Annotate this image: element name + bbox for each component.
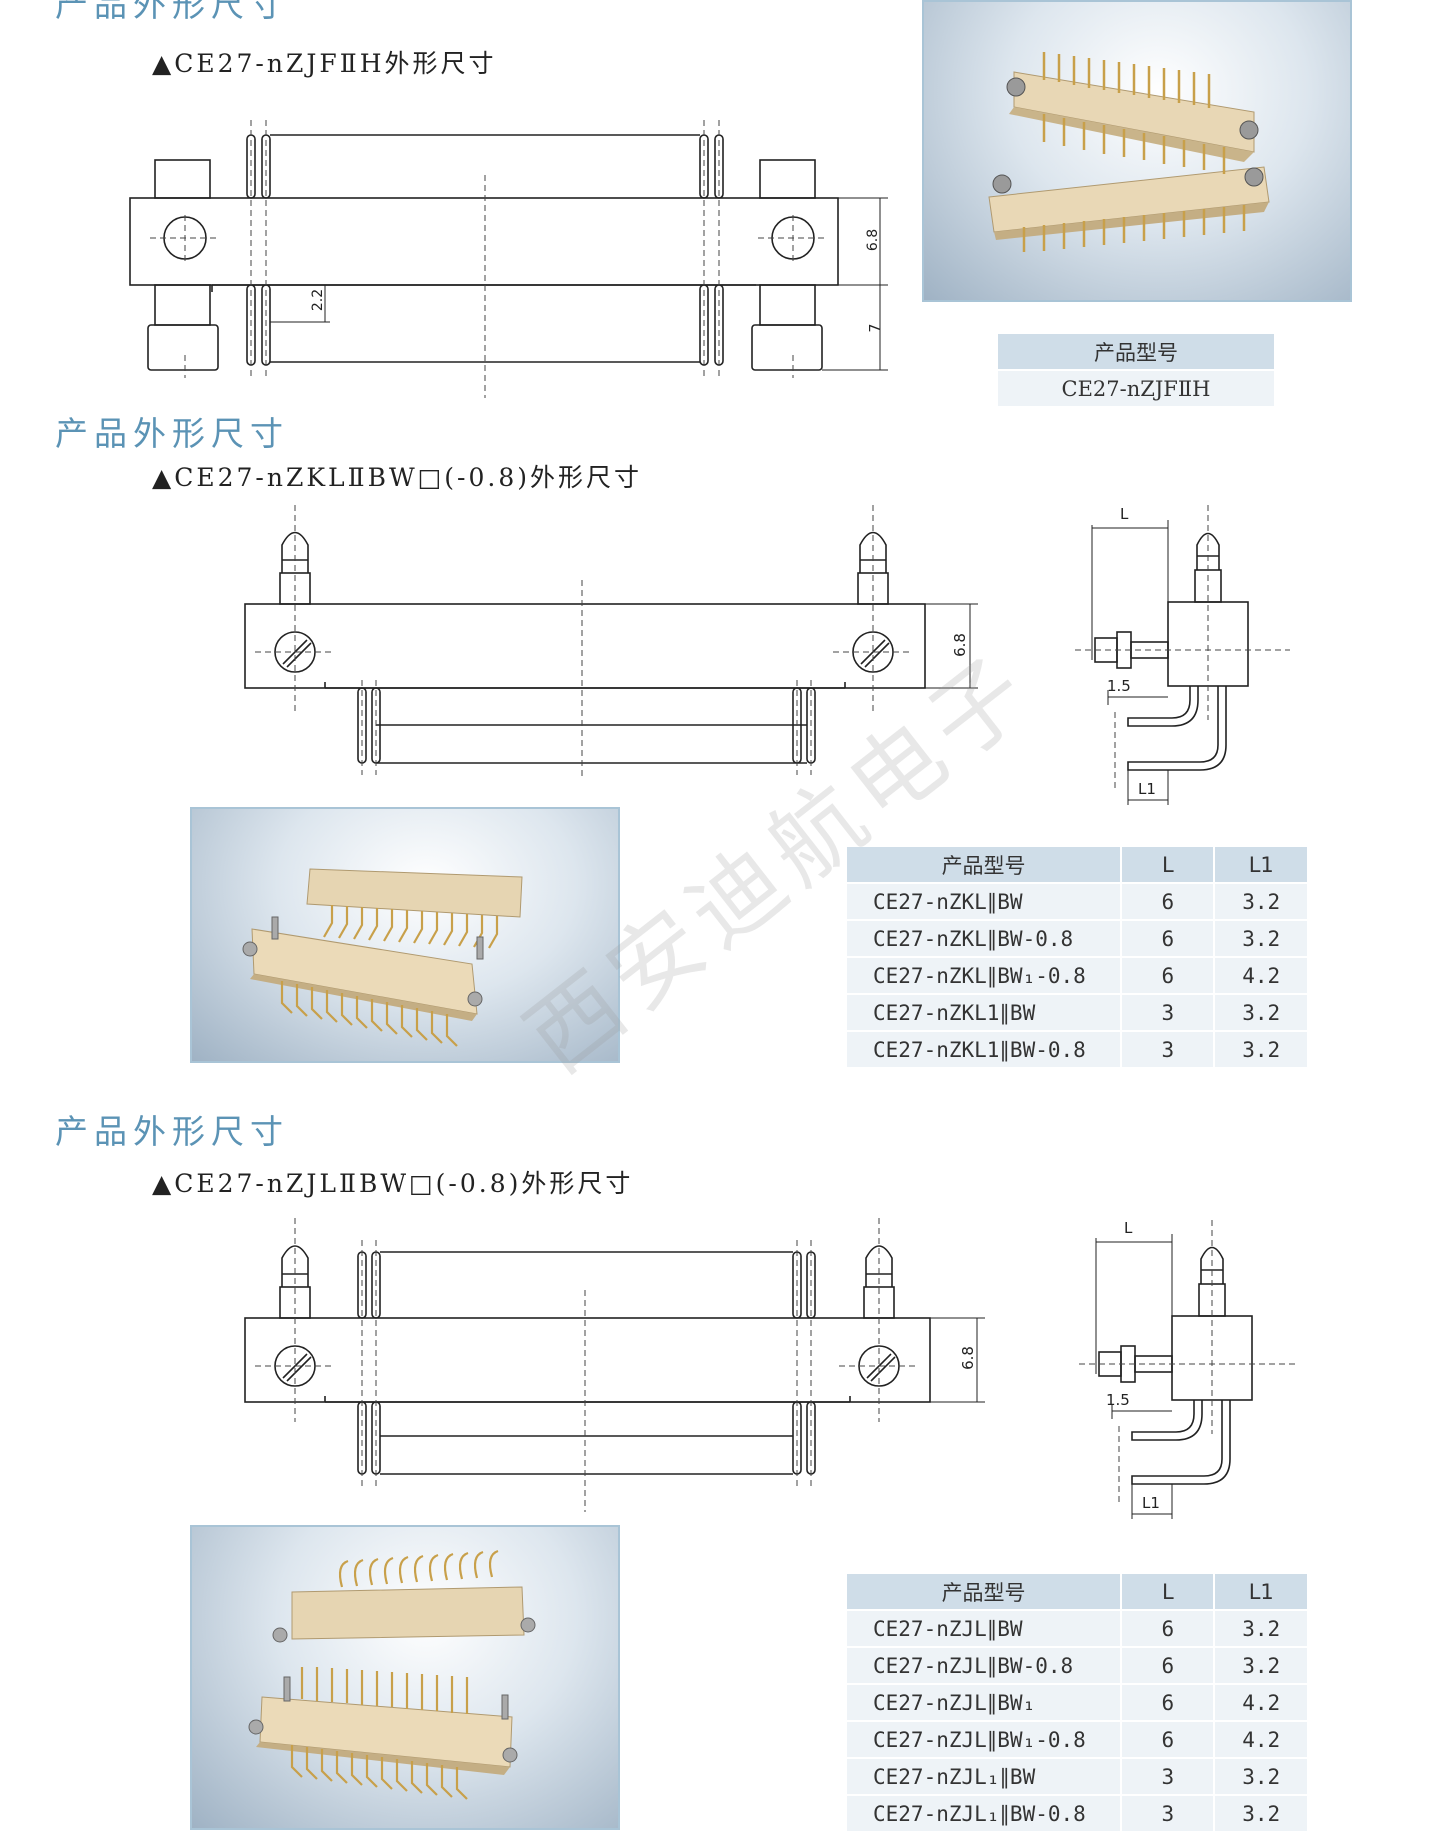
l1-cell: 4.2	[1215, 958, 1309, 995]
table-row: CE27-nZJL∥BW-0.8 6 3.2	[847, 1648, 1309, 1685]
product-photo-top	[922, 0, 1352, 302]
l-cell: 6	[1122, 958, 1216, 995]
table-row: CE27-nZKL∥BW 6 3.2	[847, 884, 1309, 921]
l-cell: 3	[1122, 995, 1216, 1032]
top-table-header: 产品型号	[998, 334, 1276, 371]
l1-cell: 3.2	[1215, 884, 1309, 921]
l-cell: 6	[1122, 921, 1216, 958]
table-row: CE27-nZKL1∥BW-0.8 3 3.2	[847, 1032, 1309, 1069]
l1-cell: 4.2	[1215, 1685, 1309, 1722]
section2-table: 产品型号 L L1 CE27-nZKL∥BW 6 3.2 CE27-nZKL∥B…	[847, 847, 1309, 1069]
l-cell: 6	[1122, 884, 1216, 921]
section3-dim-L: L	[1124, 1219, 1133, 1237]
table-row: CE27-nZJL∥BW₁-0.8 6 4.2	[847, 1722, 1309, 1759]
section2-title: 产品外形尺寸	[55, 414, 289, 453]
section3-title: 产品外形尺寸	[55, 1112, 289, 1151]
model-cell: CE27-nZJL₁∥BW-0.8	[847, 1796, 1123, 1833]
section2-th-L: L	[1122, 847, 1216, 884]
table-row: CE27-nZJL∥BW 6 3.2	[847, 1611, 1309, 1648]
product-photo-section3	[190, 1525, 620, 1830]
l1-cell: 3.2	[1215, 1796, 1309, 1833]
model-cell: CE27-nZJL∥BW-0.8	[847, 1648, 1123, 1685]
table-row: CE27-nZJL₁∥BW-0.8 3 3.2	[847, 1796, 1309, 1833]
top-model-table: 产品型号 CE27-nZJFⅡH	[998, 334, 1276, 408]
l-cell: 6	[1122, 1722, 1216, 1759]
l-cell: 3	[1122, 1032, 1216, 1069]
model-cell: CE27-nZKL∥BW	[847, 884, 1123, 921]
l1-cell: 3.2	[1215, 1648, 1309, 1685]
section2-dim-15: 1.5	[1107, 677, 1131, 695]
table-row: CE27-nZJL₁∥BW 3 3.2	[847, 1759, 1309, 1796]
model-cell: CE27-nZJL∥BW₁	[847, 1685, 1123, 1722]
section2-subtitle: ▲CE27-nZKLⅡBW□(-0.8)外形尺寸	[152, 463, 643, 492]
section3-subtitle: ▲CE27-nZJLⅡBW□(-0.8)外形尺寸	[152, 1169, 634, 1198]
top-section-title: 产品外形尺寸	[55, 0, 289, 24]
section3-th-L1: L1	[1215, 1574, 1309, 1611]
table-row: CE27-nZKL1∥BW 3 3.2	[847, 995, 1309, 1032]
top-table-value: CE27-nZJFⅡH	[998, 371, 1276, 408]
table-row: CE27-nZJL∥BW₁ 6 4.2	[847, 1685, 1309, 1722]
section2-dim-L1: L1	[1138, 780, 1156, 798]
l-cell: 6	[1122, 1611, 1216, 1648]
section3-front-drawing	[244, 1218, 985, 1512]
model-cell: CE27-nZKL∥BW₁-0.8	[847, 958, 1123, 995]
section3-dim-15: 1.5	[1106, 1391, 1130, 1409]
section3-table: 产品型号 L L1 CE27-nZJL∥BW 6 3.2 CE27-nZJL∥B…	[847, 1574, 1309, 1833]
l1-cell: 4.2	[1215, 1722, 1309, 1759]
product-photo-section2	[190, 807, 620, 1063]
top-drawing	[129, 120, 888, 398]
l1-cell: 3.2	[1215, 995, 1309, 1032]
l-cell: 6	[1122, 1648, 1216, 1685]
l1-cell: 3.2	[1215, 921, 1309, 958]
model-cell: CE27-nZJL₁∥BW	[847, 1759, 1123, 1796]
l1-cell: 3.2	[1215, 1032, 1309, 1069]
model-cell: CE27-nZJL∥BW₁-0.8	[847, 1722, 1123, 1759]
table-row: CE27-nZKL∥BW-0.8 6 3.2	[847, 921, 1309, 958]
section2-side-drawing	[1075, 505, 1290, 805]
l-cell: 6	[1122, 1685, 1216, 1722]
l1-cell: 3.2	[1215, 1759, 1309, 1796]
model-cell: CE27-nZKL1∥BW	[847, 995, 1123, 1032]
model-cell: CE27-nZJL∥BW	[847, 1611, 1123, 1648]
l-cell: 3	[1122, 1759, 1216, 1796]
section2-th-model: 产品型号	[847, 847, 1123, 884]
section3-dim-L1: L1	[1142, 1494, 1160, 1512]
section2-front-drawing	[244, 505, 978, 778]
l-cell: 3	[1122, 1796, 1216, 1833]
section2-th-L1: L1	[1215, 847, 1309, 884]
l1-cell: 3.2	[1215, 1611, 1309, 1648]
section2-dim-L: L	[1120, 505, 1129, 523]
section3-side-drawing	[1079, 1220, 1296, 1519]
model-cell: CE27-nZKL1∥BW-0.8	[847, 1032, 1123, 1069]
top-subtitle: ▲CE27-nZJFⅡH外形尺寸	[152, 49, 497, 78]
table-row: CE27-nZKL∥BW₁-0.8 6 4.2	[847, 958, 1309, 995]
section3-th-L: L	[1122, 1574, 1216, 1611]
model-cell: CE27-nZKL∥BW-0.8	[847, 921, 1123, 958]
section3-th-model: 产品型号	[847, 1574, 1123, 1611]
